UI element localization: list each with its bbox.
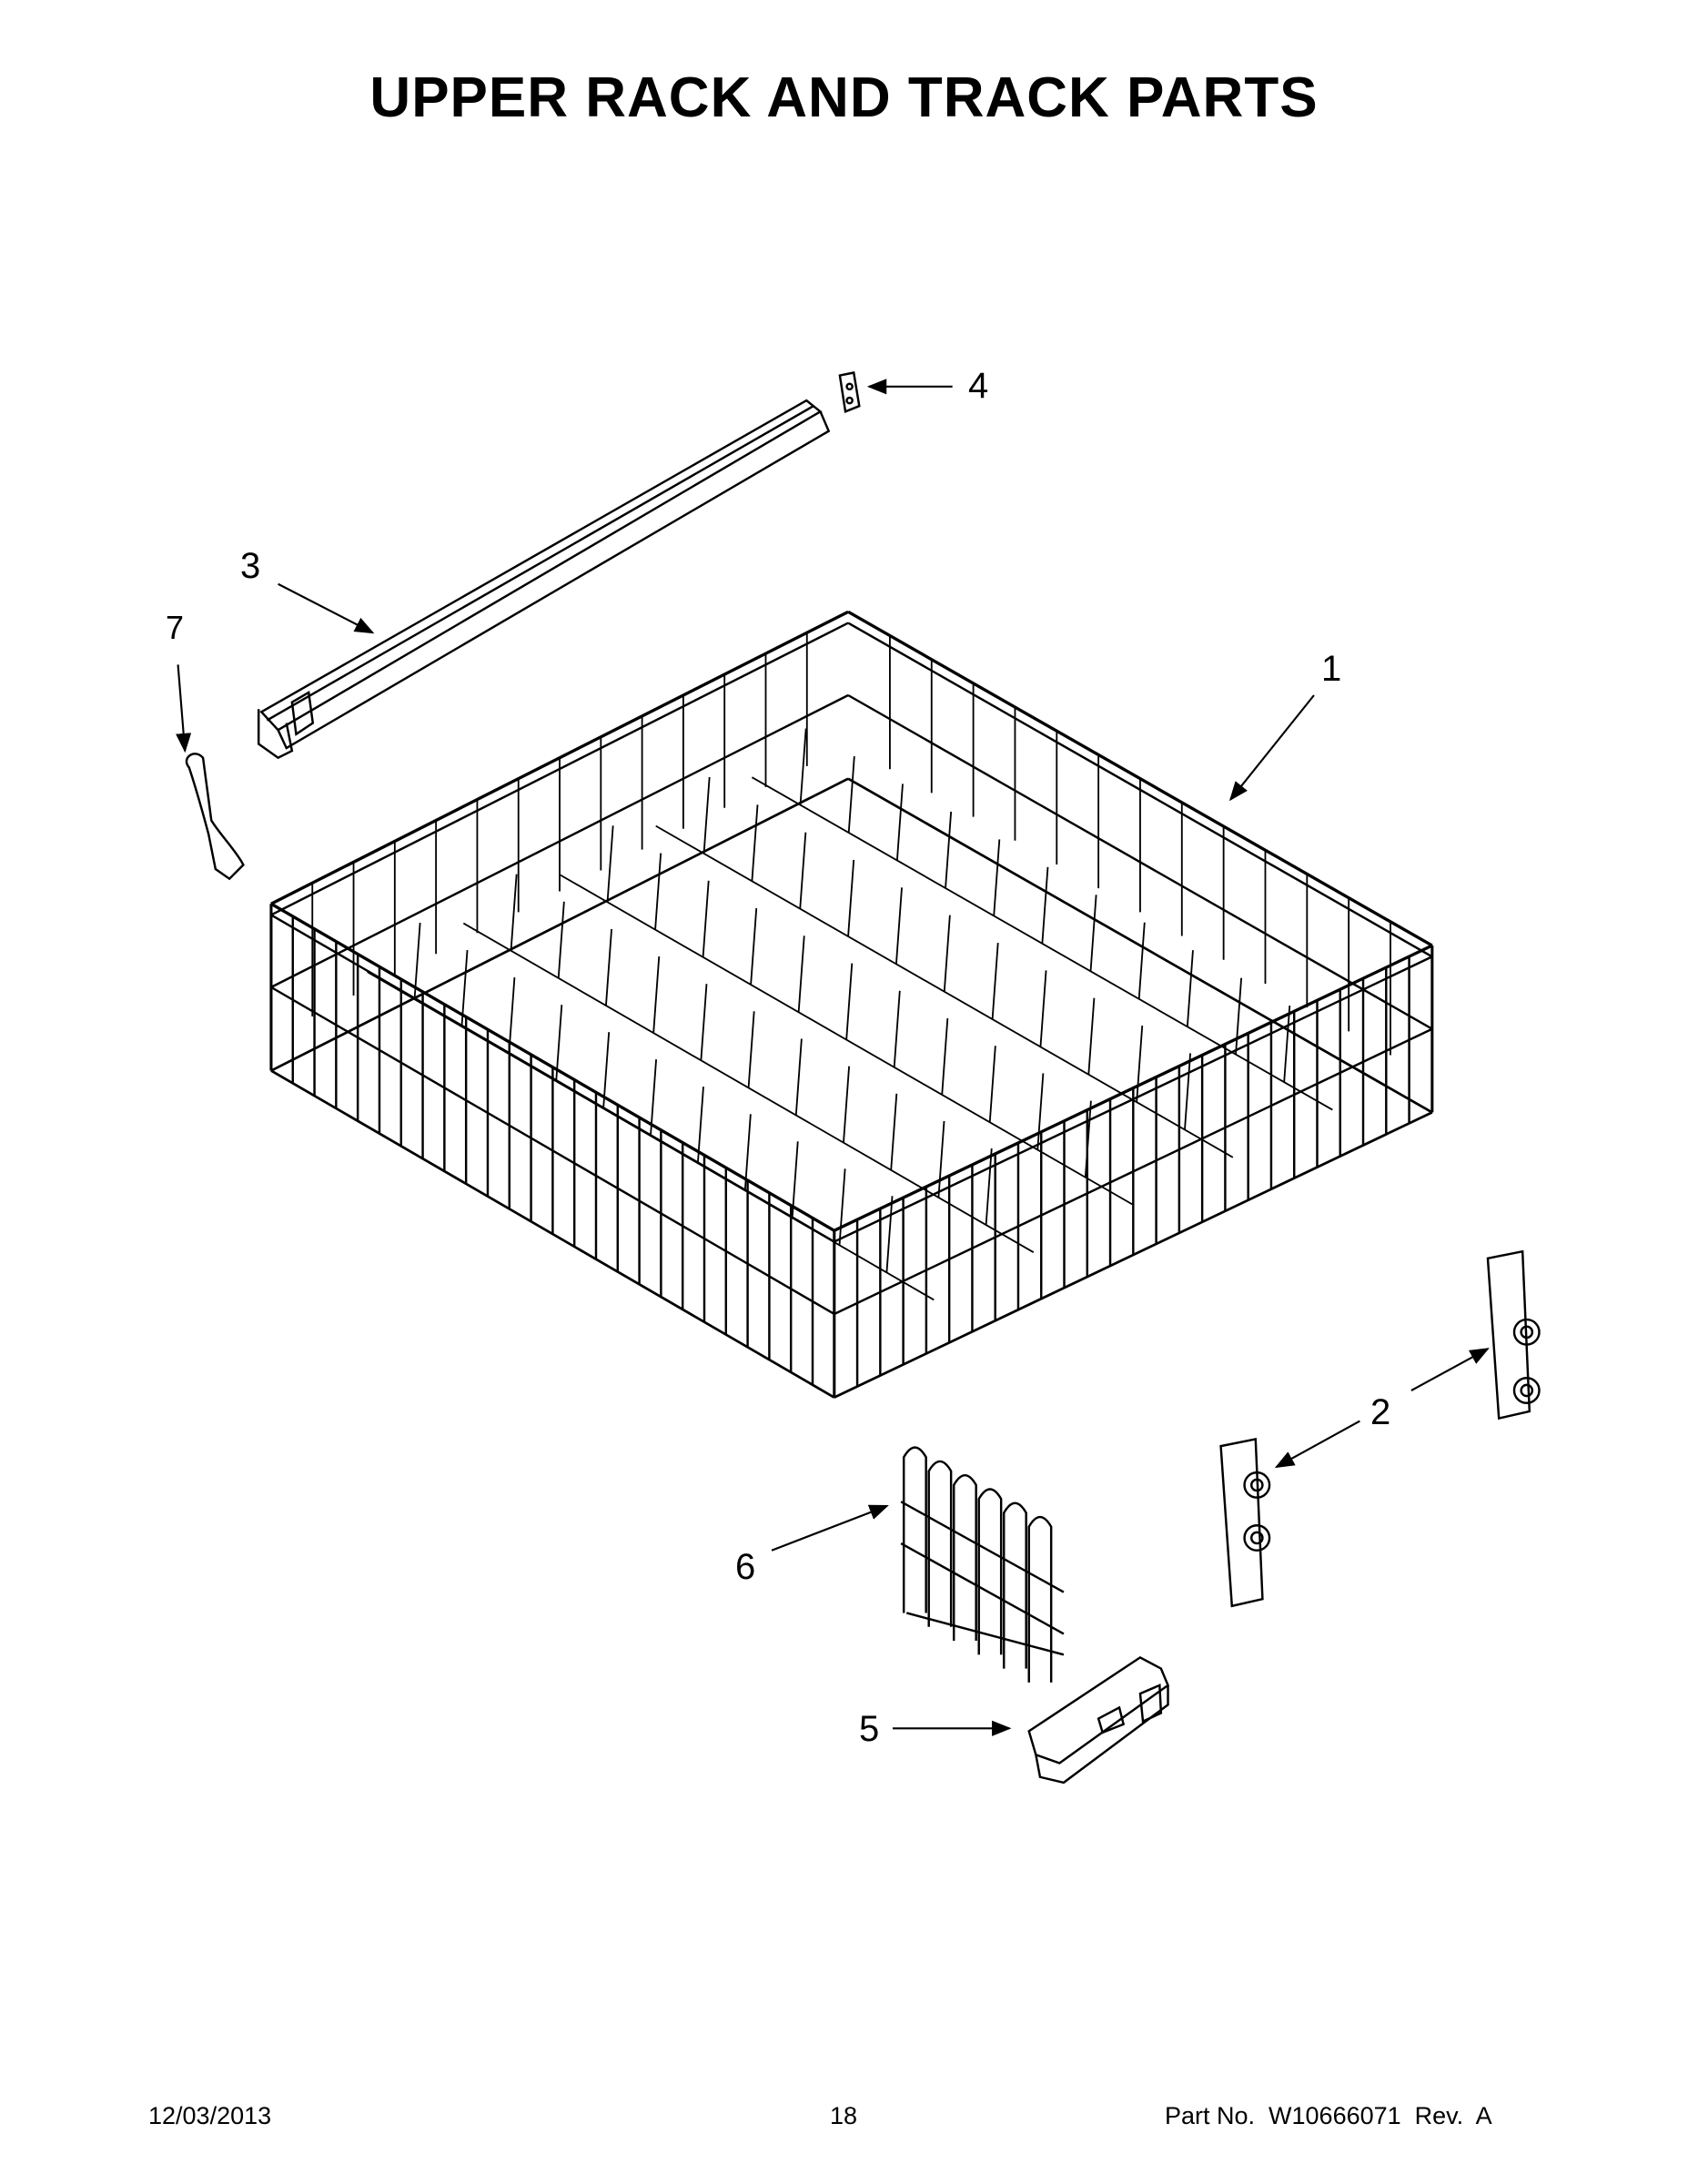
callout-4: 4 (968, 366, 989, 406)
callout-2: 2 (1370, 1392, 1391, 1432)
footer-part-number: Part No. W10666071 Rev. A (1165, 2102, 1492, 2129)
callout-6: 6 (735, 1547, 756, 1587)
callout-3: 3 (240, 546, 261, 586)
callout-arrows (176, 379, 1490, 1736)
footer-date: 12/03/2013 (148, 2102, 272, 2129)
page-title: UPPER RACK AND TRACK PARTS (369, 66, 1319, 129)
callout-1: 1 (1321, 649, 1342, 689)
rack-clip (185, 753, 245, 881)
tine-row (900, 1446, 1065, 1683)
callout-7: 7 (166, 609, 185, 646)
rack-adjuster-left (1219, 1438, 1271, 1608)
footer-page-number: 18 (830, 2102, 858, 2129)
upper-rack (269, 610, 1434, 1399)
callout-5: 5 (859, 1709, 880, 1749)
rack-adjuster-right (1486, 1249, 1541, 1421)
track-stop (838, 371, 861, 413)
rack-track (257, 399, 831, 760)
rack-bracket (1027, 1655, 1170, 1785)
